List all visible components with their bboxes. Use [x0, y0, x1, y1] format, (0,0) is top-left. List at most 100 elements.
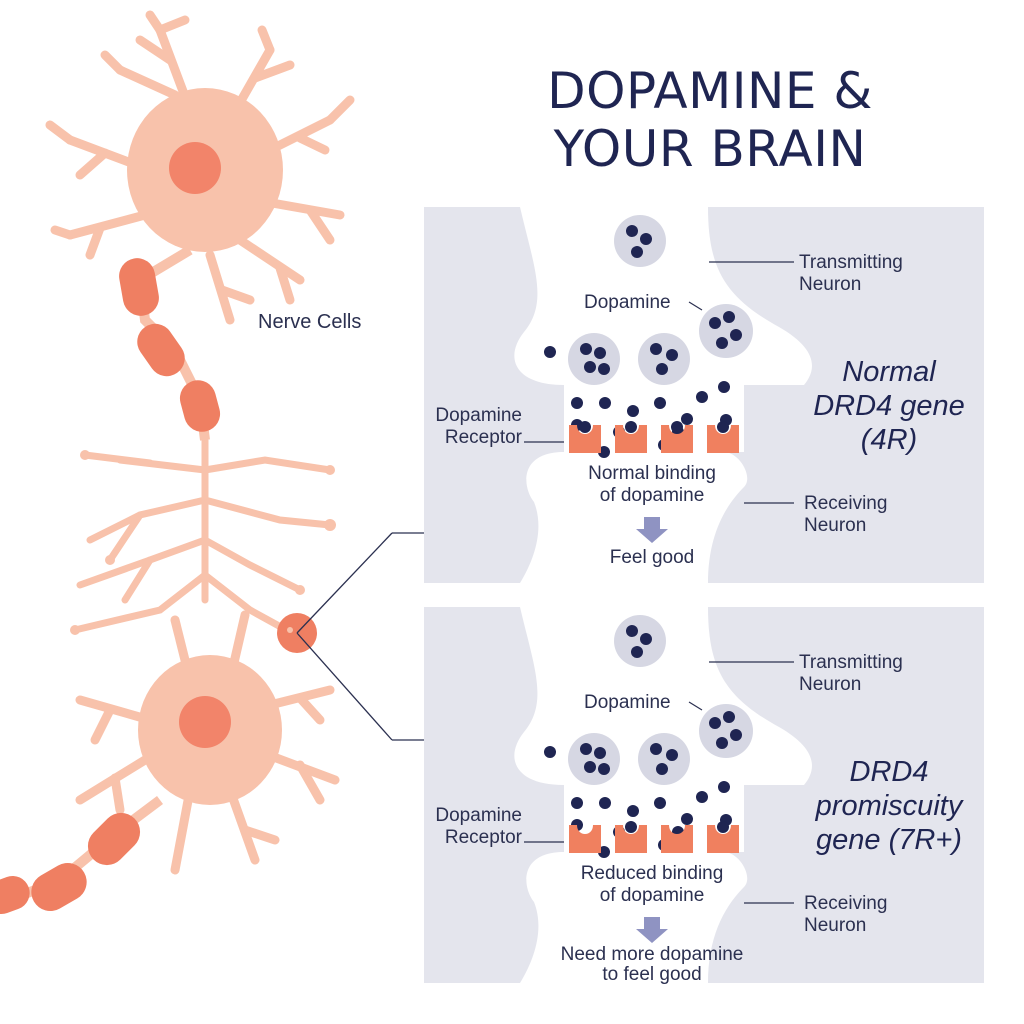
dopamine-receptor-label: Dopamine Receptor	[424, 405, 522, 449]
dopamine-molecule	[544, 346, 556, 358]
dopamine-molecule	[696, 391, 708, 403]
vesicle	[614, 615, 666, 667]
title-line-2: YOUR BRAIN	[553, 120, 867, 178]
label-line: Need more dopamine	[560, 944, 744, 965]
binding-label: Normal binding of dopamine	[588, 463, 716, 507]
dopamine-molecule	[631, 246, 643, 258]
dopamine-molecule	[709, 317, 721, 329]
dopamine-molecule	[656, 363, 668, 375]
dopamine-molecule	[730, 329, 742, 341]
dopamine-molecule	[723, 711, 735, 723]
receiving-neuron-label: Receiving Neuron	[804, 893, 887, 937]
gene-label: Normal DRD4 gene (4R)	[813, 355, 965, 457]
vesicle	[568, 733, 620, 785]
dopamine-molecule	[666, 749, 678, 761]
label-line: DRD4 gene	[813, 390, 965, 422]
label-line: Transmitting	[799, 652, 903, 673]
label-line: Dopamine	[435, 805, 522, 826]
vesicle	[614, 215, 666, 267]
lower-cell-body	[138, 655, 282, 805]
synapse-diagram	[424, 607, 984, 983]
vesicle	[699, 304, 753, 358]
label-line: to feel good	[602, 964, 702, 985]
vesicle	[699, 704, 753, 758]
dopamine-molecule	[571, 397, 583, 409]
dopamine-molecule	[599, 397, 611, 409]
dopamine-receptor-label: Dopamine Receptor	[424, 805, 522, 849]
dopamine-molecule	[544, 746, 556, 758]
label-line: promiscuity	[815, 790, 963, 822]
receiving-neuron-label: Receiving Neuron	[804, 493, 887, 537]
myelin-sheath-upper	[119, 258, 221, 432]
gene-label: DRD4 promiscuity gene (7R+)	[816, 755, 963, 857]
label-line: of dopamine	[599, 885, 705, 906]
transmitting-neuron-label: Transmitting Neuron	[799, 652, 903, 696]
label-line: Transmitting	[799, 252, 903, 273]
dopamine-receptor	[661, 425, 693, 453]
label-line: Receptor	[444, 827, 522, 848]
dopamine-molecule	[666, 349, 678, 361]
dopamine-molecule	[598, 763, 610, 775]
panel-promiscuity-gene: Transmitting Neuron Dopamine Dopamine Re…	[424, 607, 984, 985]
dopamine-molecule	[654, 797, 666, 809]
dopamine-molecule	[631, 646, 643, 658]
dopamine-molecule	[730, 729, 742, 741]
label-line: Receptor	[444, 427, 522, 448]
dopamine-molecule	[716, 737, 728, 749]
dopamine-receptor	[707, 425, 739, 453]
dopamine-molecule	[571, 797, 583, 809]
label-line: (4R)	[860, 424, 918, 456]
dopamine-molecule	[627, 805, 639, 817]
dopamine-molecule	[718, 381, 730, 393]
down-arrow-icon	[636, 517, 668, 543]
dopamine-molecule	[709, 717, 721, 729]
dopamine-receptor	[661, 825, 693, 853]
label-line: Feel good	[609, 547, 695, 568]
dopamine-molecule	[681, 813, 693, 825]
dopamine-molecule	[650, 343, 662, 355]
transmitting-neuron-label: Transmitting Neuron	[799, 252, 903, 296]
panel-normal-gene: Transmitting Neuron Dopamine Dopamine Re…	[424, 207, 984, 583]
leader-line	[688, 701, 703, 711]
dopamine-receptor	[615, 825, 647, 853]
binding-label: Reduced binding of dopamine	[581, 863, 724, 907]
dopamine-molecule	[627, 405, 639, 417]
dopamine-molecule	[599, 797, 611, 809]
leader-line	[688, 301, 703, 311]
nerve-cells-illustration	[0, 10, 424, 915]
label-line: Normal	[842, 356, 936, 388]
dopamine-molecule	[640, 633, 652, 645]
result-label: Feel good	[610, 547, 695, 569]
vesicle	[638, 333, 690, 385]
label-line: Neuron	[804, 915, 867, 936]
main-title: DOPAMINE & YOUR BRAIN	[500, 62, 920, 178]
label-line: of dopamine	[599, 485, 705, 506]
receiving-neuron-shape	[520, 452, 748, 583]
label-line: Neuron	[799, 674, 862, 695]
bound-dopamine	[717, 421, 729, 433]
dopamine-molecule	[626, 225, 638, 237]
upper-cell-body	[127, 88, 283, 252]
dopamine-molecule	[594, 747, 606, 759]
receiving-neuron-shape	[520, 852, 748, 983]
label-line: Reduced binding	[580, 863, 724, 884]
dopamine-molecule	[656, 763, 668, 775]
label-line: Dopamine	[435, 405, 522, 426]
title-line-1: DOPAMINE &	[547, 62, 873, 120]
dopamine-receptor	[615, 425, 647, 453]
label-line: Normal binding	[588, 463, 716, 484]
dopamine-molecule	[640, 233, 652, 245]
dopamine-molecule	[580, 743, 592, 755]
dopamine-molecule	[584, 761, 596, 773]
bound-dopamine	[671, 421, 683, 433]
label-line: Receiving	[804, 493, 888, 514]
dopamine-molecule	[681, 413, 693, 425]
dopamine-molecule	[718, 781, 730, 793]
dopamine-receptor	[707, 825, 739, 853]
synapse-diagram	[424, 207, 984, 583]
dopamine-molecule	[723, 311, 735, 323]
bound-dopamine	[625, 821, 637, 833]
label-line: DRD4	[849, 756, 929, 788]
down-arrow-icon	[636, 917, 668, 943]
dopamine-receptor	[569, 425, 601, 453]
